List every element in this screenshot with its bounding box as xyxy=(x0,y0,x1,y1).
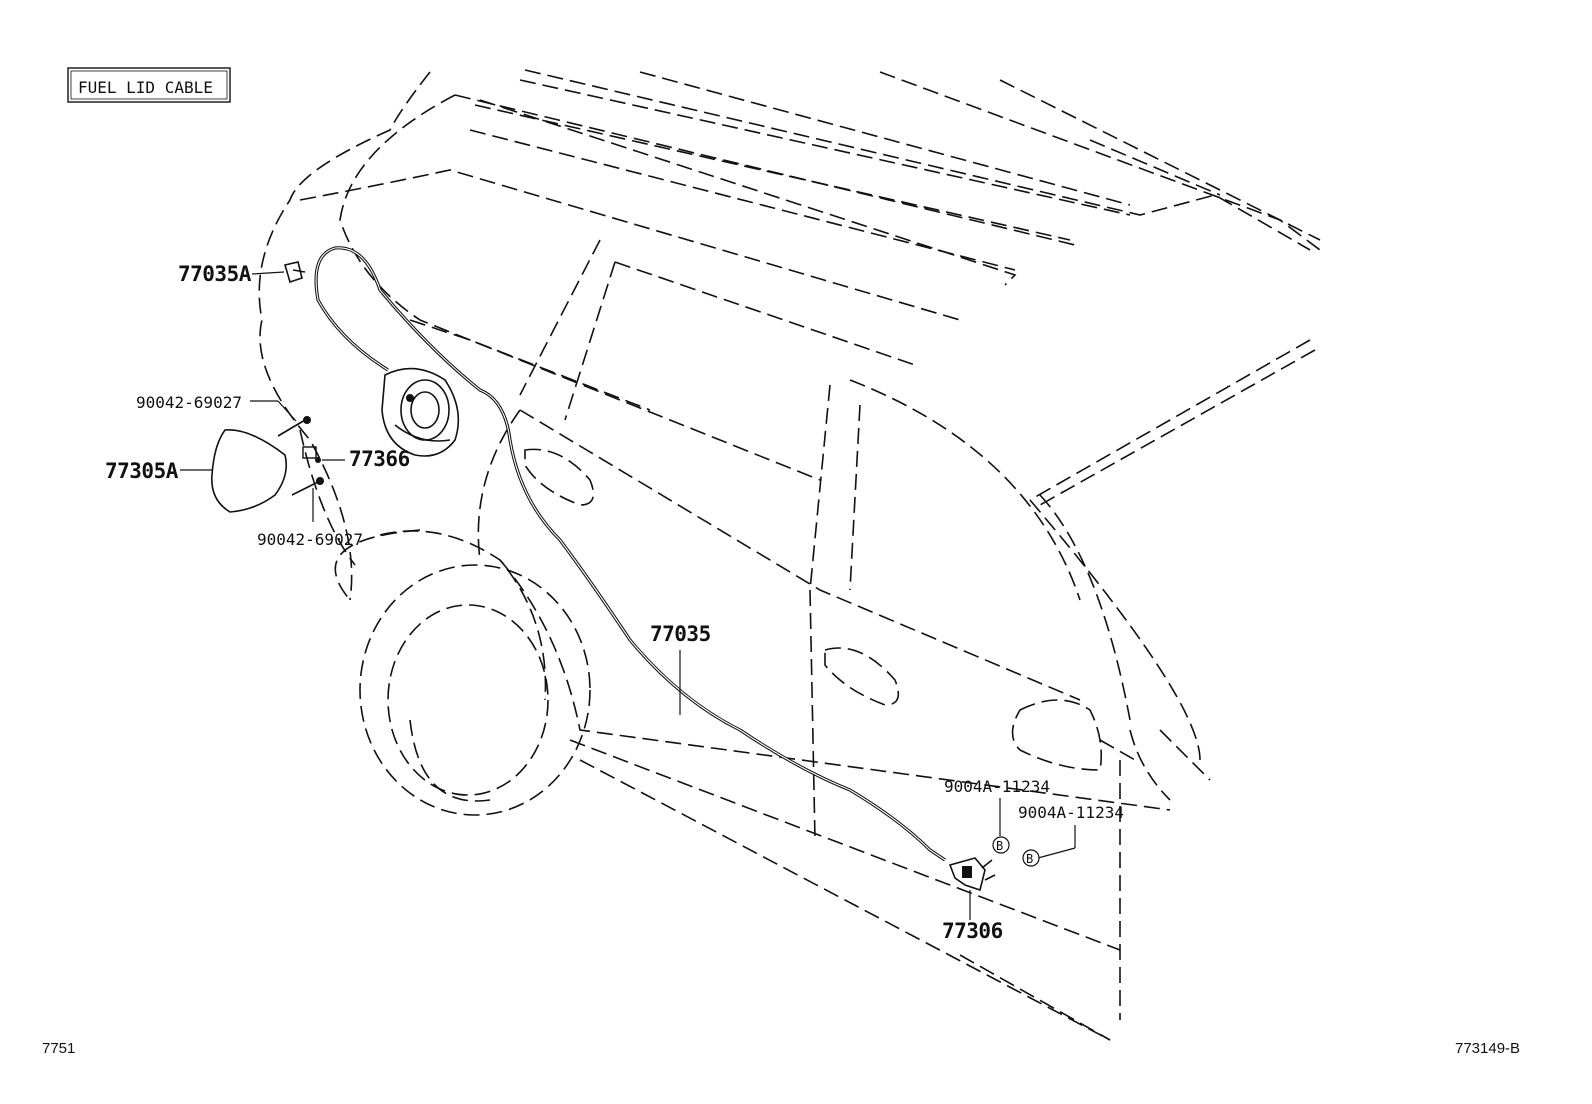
bolt-marker-a: B xyxy=(992,836,1010,854)
callout-fuel-lid-label: 77305A xyxy=(105,459,179,483)
callout-clamp-label: 77035A xyxy=(178,262,252,286)
fuel-lid-cable-part xyxy=(314,246,946,862)
callout-screw-lower-label: 90042-69027 xyxy=(257,530,363,549)
vehicle-body-outline xyxy=(258,69,1321,1041)
spring-part xyxy=(302,446,321,463)
footer-right-code: 773149-B xyxy=(1455,1040,1520,1057)
callout-opener-label: 77306 xyxy=(942,919,1003,943)
clamp-part xyxy=(283,261,306,284)
screw-upper-part xyxy=(277,416,311,437)
callout-cable-label: 77035 xyxy=(650,622,711,646)
title-text: FUEL LID CABLE xyxy=(78,78,213,97)
fuel-lid-part xyxy=(211,429,288,513)
callout-spring-label: 77366 xyxy=(349,447,410,471)
svg-text:B: B xyxy=(1026,852,1033,866)
callout-screw-upper-label: 90042-69027 xyxy=(136,393,242,412)
callout-opener-bolt-a-label: 9004A-11234 xyxy=(944,777,1050,796)
callout-opener-bolt-b-label: 9004A-11234 xyxy=(1018,803,1124,822)
leader-lines xyxy=(180,271,1076,920)
fuel-lid-opener-part xyxy=(948,857,996,892)
svg-text:B: B xyxy=(996,839,1003,853)
fuel-filler-housing xyxy=(381,367,460,457)
screw-lower-part xyxy=(291,477,324,496)
footer-left-code: 7751 xyxy=(42,1040,75,1057)
title-box: FUEL LID CABLE xyxy=(67,67,231,103)
bolt-marker-b: B xyxy=(1022,849,1040,867)
